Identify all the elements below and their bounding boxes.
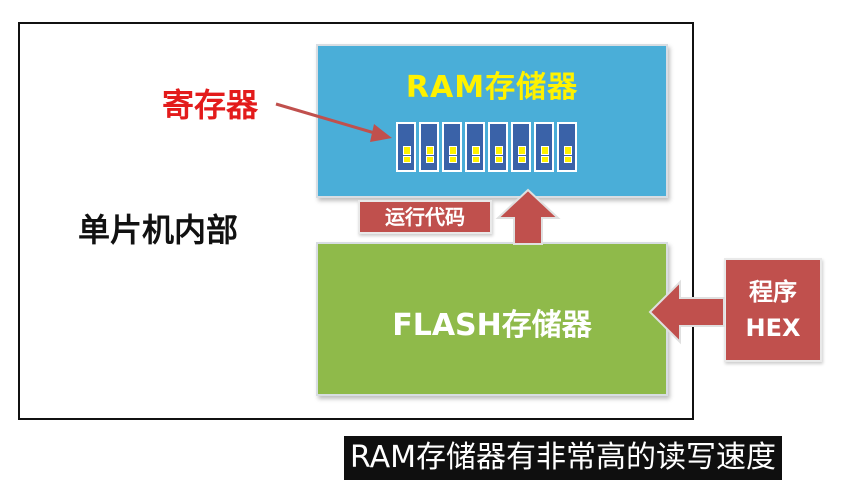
register-cell	[557, 122, 577, 172]
register-bit-indicator	[518, 146, 526, 155]
register-bit-indicator	[472, 146, 480, 155]
ram-storage-block: RAM存储器	[316, 44, 668, 198]
register-bit-indicator	[518, 156, 526, 163]
register-bit-indicator	[495, 156, 503, 163]
register-bit-indicator	[564, 156, 572, 163]
register-bit-indicator	[541, 156, 549, 163]
program-label: 程序	[749, 278, 797, 306]
program-hex-block: 程序 HEX	[724, 258, 822, 362]
register-pointer-arrow	[275, 102, 392, 142]
flash-to-ram-arrow	[495, 188, 561, 245]
register-bit-indicator	[426, 146, 434, 155]
register-cell	[511, 122, 531, 172]
ram-title: RAM存储器	[405, 70, 579, 105]
register-cell	[488, 122, 508, 172]
run-code-label: 运行代码	[358, 200, 492, 234]
flash-storage-block: FLASH存储器	[316, 242, 668, 396]
register-bit-indicator	[472, 156, 480, 163]
mcu-internal-label: 单片机内部	[78, 211, 239, 249]
register-cell	[465, 122, 485, 172]
register-cell	[534, 122, 554, 172]
subtitle-caption: RAM存储器有非常高的读写速度	[344, 436, 783, 480]
register-bit-indicator	[449, 146, 457, 155]
program-to-flash-arrow	[648, 279, 725, 345]
hex-label: HEX	[745, 314, 801, 342]
register-cell	[396, 122, 416, 172]
register-bit-indicator	[426, 156, 434, 163]
register-cell	[442, 122, 462, 172]
flash-title: FLASH存储器	[392, 308, 592, 343]
register-bit-indicator	[541, 146, 549, 155]
register-bit-indicator	[495, 146, 503, 155]
register-array	[396, 122, 580, 172]
register-bit-indicator	[403, 146, 411, 155]
register-bit-indicator	[449, 156, 457, 163]
register-label: 寄存器	[162, 86, 259, 124]
register-cell	[419, 122, 439, 172]
register-bit-indicator	[403, 156, 411, 163]
register-bit-indicator	[564, 146, 572, 155]
